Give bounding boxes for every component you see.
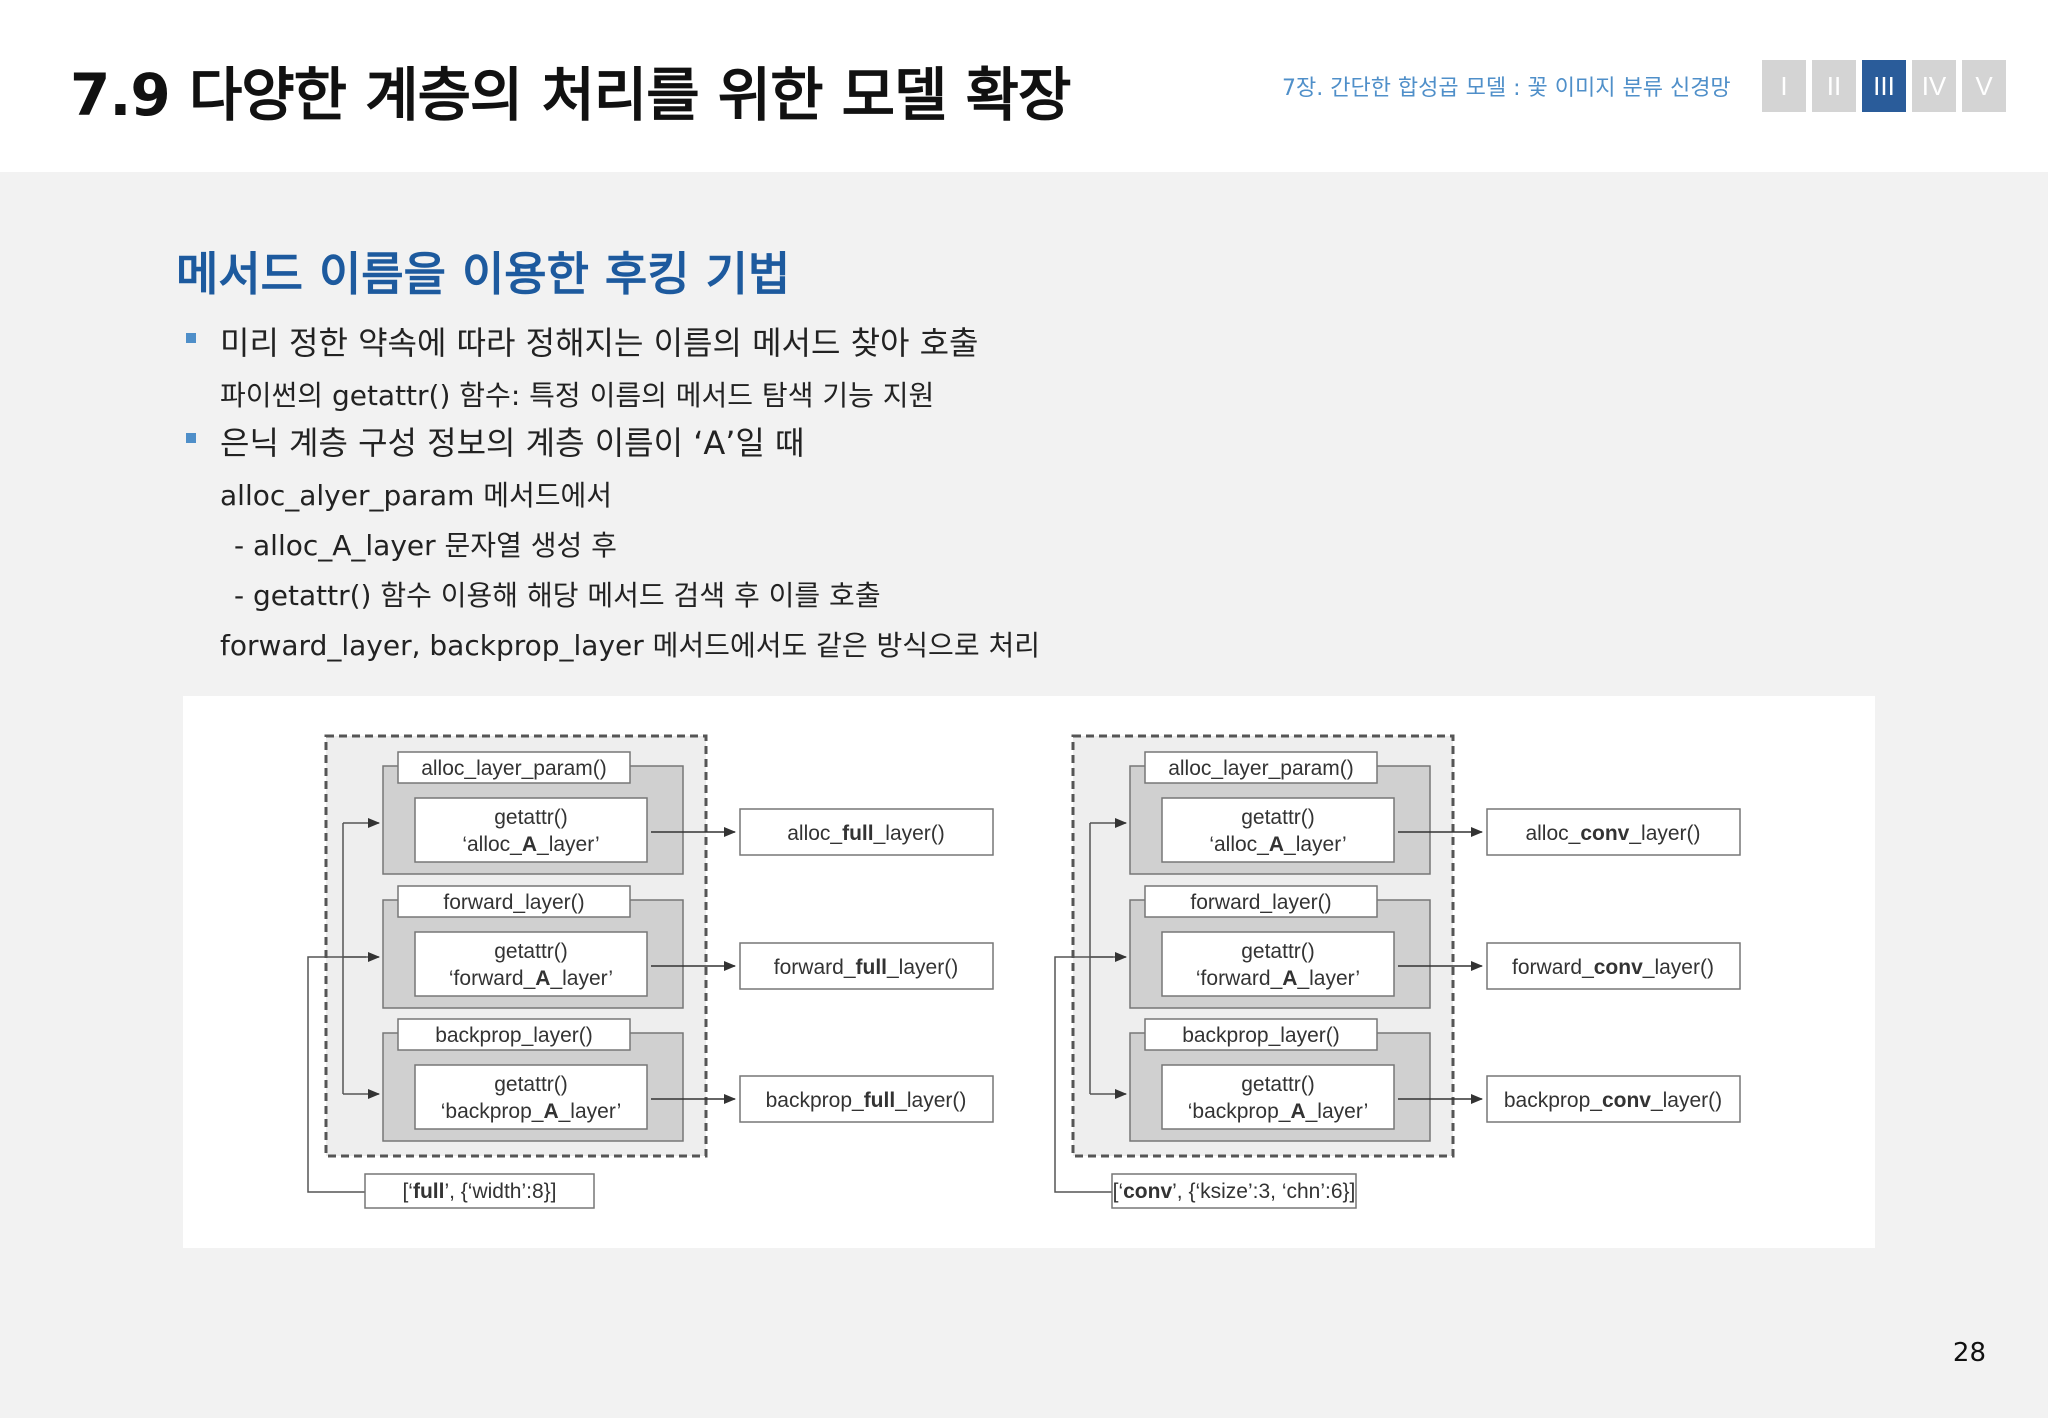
getattr-box <box>1161 931 1395 997</box>
page-number: 28 <box>1952 1338 1986 1368</box>
getattr-call: getattr() <box>494 1073 568 1096</box>
target-method-label: backprop_full_layer() <box>766 1089 967 1112</box>
sub-text: 파이썬의 getattr() 함수: 특정 이름의 메서드 탐색 기능 지원 <box>220 379 935 412</box>
target-method-box <box>739 942 994 990</box>
hooking-diagram: alloc_layer_param() getattr() ‘alloc_A_lay… <box>183 696 1875 1248</box>
bullet-marker <box>186 433 196 443</box>
getattr-name: ‘backprop_A_layer’ <box>441 1100 622 1123</box>
method-label-box <box>1144 885 1378 918</box>
section-title: 메서드 이름을 이용한 후킹 기법 <box>176 247 791 301</box>
config-line <box>1054 956 1113 1193</box>
method-label-box <box>397 1018 631 1051</box>
target-method-label: forward_conv_layer() <box>1512 956 1714 979</box>
target-method-label: backprop_conv_layer() <box>1504 1089 1722 1112</box>
getattr-box <box>414 797 648 863</box>
target-method-box <box>1486 942 1741 990</box>
target-method-box <box>1486 808 1741 856</box>
getattr-call: getattr() <box>1241 1073 1315 1096</box>
target-method-label: forward_full_layer() <box>774 956 958 979</box>
getattr-box <box>1161 1064 1395 1130</box>
target-method-label: alloc_conv_layer() <box>1525 822 1700 845</box>
target-method-box <box>1486 1075 1741 1123</box>
method-label: forward_layer() <box>443 891 584 914</box>
method-label: backprop_layer() <box>1182 1024 1340 1047</box>
target-method-label: alloc_full_layer() <box>787 822 945 845</box>
getattr-box <box>1161 797 1395 863</box>
config-line <box>307 956 366 1193</box>
nav-tab-5[interactable]: V <box>1962 60 2006 112</box>
bullet-text: 미리 정한 약속에 따라 정해지는 이름의 메서드 찾아 호출 <box>220 324 979 362</box>
method-label: backprop_layer() <box>435 1024 593 1047</box>
nav-tab-1[interactable]: I <box>1762 60 1806 112</box>
nav-tab-2[interactable]: II <box>1812 60 1856 112</box>
nav-tab-4[interactable]: IV <box>1912 60 1956 112</box>
target-method-box <box>739 808 994 856</box>
method-label-box <box>397 885 631 918</box>
chapter-label: 7장. 간단한 합성곱 모델 : 꽃 이미지 분류 신경망 <box>1282 76 1731 101</box>
getattr-name: ‘backprop_A_layer’ <box>1188 1100 1369 1123</box>
bullet-marker <box>186 333 196 343</box>
getattr-call: getattr() <box>494 806 568 829</box>
target-method-box <box>739 1075 994 1123</box>
getattr-call: getattr() <box>1241 940 1315 963</box>
config-box <box>364 1173 595 1209</box>
config-box <box>1111 1173 1357 1209</box>
nav-tab-3[interactable]: III <box>1862 60 1906 112</box>
method-label: alloc_layer_param() <box>1168 757 1354 780</box>
getattr-name: ‘forward_A_layer’ <box>449 967 613 990</box>
method-label-box <box>397 751 631 784</box>
diagram-canvas: alloc_layer_param() getattr() ‘alloc_A_lay… <box>307 734 1741 1209</box>
sub-text: forward_layer, backprop_layer 메서드에서도 같은 … <box>220 629 1041 662</box>
method-label: alloc_layer_param() <box>421 757 607 780</box>
diagram-right: alloc_layer_param() getattr() ‘alloc_A_lay… <box>1054 734 1741 1209</box>
chapter-nav: I II III IV V <box>1762 60 2006 112</box>
getattr-name: ‘alloc_A_layer’ <box>1209 833 1346 856</box>
method-label-box <box>1144 751 1378 784</box>
sub-text: alloc_alyer_param 메서드에서 <box>220 479 613 512</box>
bullet-text: 은닉 계층 구성 정보의 계층 이름이 ‘A’일 때 <box>220 424 805 462</box>
getattr-box <box>414 931 648 997</box>
page-title: 7.9 다양한 계층의 처리를 위한 모델 확장 <box>70 61 1071 129</box>
dash-text: - alloc_A_layer 문자열 생성 후 <box>234 529 617 562</box>
config-label: [‘full’, {‘width’:8}] <box>402 1180 556 1203</box>
method-label-box <box>1144 1018 1378 1051</box>
getattr-name: ‘alloc_A_layer’ <box>462 833 599 856</box>
diagram-left: alloc_layer_param() getattr() ‘alloc_A_lay… <box>307 734 994 1209</box>
method-label: forward_layer() <box>1190 891 1331 914</box>
dash-text: - getattr() 함수 이용해 해당 메서드 검색 후 이를 호출 <box>234 579 881 612</box>
getattr-box <box>414 1064 648 1130</box>
getattr-call: getattr() <box>1241 806 1315 829</box>
getattr-name: ‘forward_A_layer’ <box>1196 967 1360 990</box>
getattr-call: getattr() <box>494 940 568 963</box>
config-label: [‘conv’, {‘ksize’:3, ‘chn’:6}] <box>1113 1180 1356 1203</box>
slide-header: 7.9 다양한 계층의 처리를 위한 모델 확장 7장. 간단한 합성곱 모델 … <box>0 0 2048 172</box>
